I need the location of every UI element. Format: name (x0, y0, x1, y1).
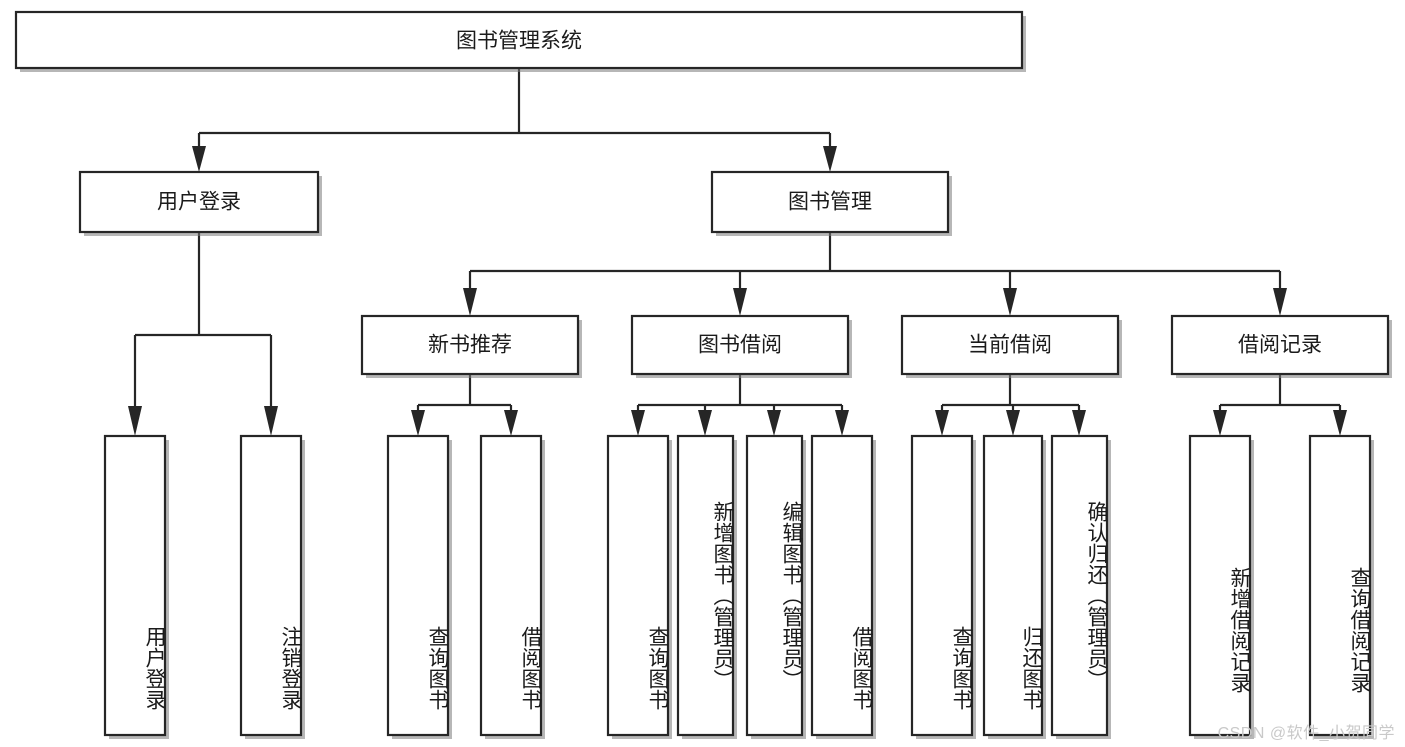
node-new-book-rec-label: 新书推荐 (428, 334, 512, 357)
connector-group-root (192, 68, 837, 172)
arrow-icon-leaf-logout (264, 406, 278, 436)
node-current-borrow[interactable]: 当前借阅 (900, 314, 1122, 378)
arrow-icon-new-book-rec (463, 288, 477, 316)
leaf-add-record-box[interactable] (1188, 434, 1252, 737)
leaf-borrow-book-2-label: 借阅图书 (850, 625, 873, 710)
arrow-icon-leaf-borrow-book-2 (835, 410, 849, 436)
leaf-borrow-book-2-box[interactable] (810, 434, 874, 737)
connector-group-book-borrow (631, 374, 849, 436)
arrow-icon-leaf-add-book (698, 410, 712, 436)
arrow-icon-borrow-record (1273, 288, 1287, 316)
node-borrow-record-label: 借阅记录 (1238, 334, 1322, 357)
node-book-manage-box[interactable] (710, 170, 950, 234)
leaf-borrow-book-1-box[interactable] (479, 434, 543, 737)
node-book-manage[interactable]: 图书管理 (710, 170, 952, 236)
arrow-icon-leaf-query-book-3 (935, 410, 949, 436)
node-root[interactable]: 图书管理系统 (14, 10, 1026, 72)
node-book-manage-label: 图书管理 (788, 191, 872, 214)
node-book-borrow[interactable]: 图书借阅 (630, 314, 852, 378)
arrow-icon-leaf-return-book (1006, 410, 1020, 436)
leaf-query-record-box[interactable] (1308, 434, 1372, 737)
leaf-add-record-label: 新增借阅记录 (1228, 566, 1251, 693)
node-new-book-rec[interactable]: 新书推荐 (360, 314, 582, 378)
leaf-query-book-2-label: 查询图书 (646, 625, 669, 710)
leaf-edit-book-box[interactable] (745, 434, 804, 737)
connector-group-book-manage (463, 232, 1287, 316)
leaf-query-book-2-box[interactable] (606, 434, 670, 737)
leaf-query-book-1-label: 查询图书 (426, 625, 449, 710)
arrow-icon-leaf-query-book-1 (411, 410, 425, 436)
arrow-icon-leaf-confirm-return (1072, 410, 1086, 436)
leaf-boxes (103, 434, 1374, 739)
connector-group-user-login (128, 232, 278, 436)
arrow-icon-book-borrow (733, 288, 747, 316)
leaf-query-record-label: 查询借阅记录 (1348, 566, 1371, 693)
arrow-icon-leaf-edit-book (767, 410, 781, 436)
leaf-borrow-book-1-label: 借阅图书 (519, 625, 542, 710)
node-current-borrow-box[interactable] (900, 314, 1120, 376)
arrow-icon-leaf-user-login (128, 406, 142, 436)
leaf-edit-book-label: 编辑图书（管理员） (780, 501, 803, 690)
leaf-query-book-3-label: 查询图书 (950, 625, 973, 710)
leaf-query-book-1-box[interactable] (386, 434, 450, 737)
leaf-logout-box[interactable] (239, 434, 303, 737)
arrow-icon-leaf-add-record (1213, 410, 1227, 436)
node-borrow-record-box[interactable] (1170, 314, 1390, 376)
leaf-return-book-label: 归还图书 (1020, 625, 1043, 710)
node-borrow-record[interactable]: 借阅记录 (1170, 314, 1392, 378)
leaf-confirm-return-label: 确认归还（管理员） (1085, 501, 1108, 690)
arrow-icon-leaf-query-record (1333, 410, 1347, 436)
arrow-icon-current-borrow (1003, 288, 1017, 316)
node-user-login-label: 用户登录 (157, 191, 241, 214)
leaf-user-login-label: 用户登录 (143, 625, 166, 710)
node-current-borrow-label: 当前借阅 (968, 334, 1052, 357)
node-new-book-rec-box[interactable] (360, 314, 580, 376)
connector-group-current-borrow (935, 374, 1086, 436)
arrow-icon-leaf-borrow-book-1 (504, 410, 518, 436)
leaf-confirm-return-box[interactable] (1050, 434, 1109, 737)
node-root-label: 图书管理系统 (456, 30, 582, 53)
arrow-icon-user-login (192, 146, 206, 172)
node-book-borrow-label: 图书借阅 (698, 334, 782, 357)
node-user-login[interactable]: 用户登录 (78, 170, 322, 236)
leaf-logout-label: 注销登录 (279, 625, 302, 710)
node-book-borrow-box[interactable] (630, 314, 850, 376)
connector-group-borrow-record (1213, 374, 1347, 436)
arrow-icon-book-manage (823, 146, 837, 172)
leaf-add-book-label: 新增图书（管理员） (711, 501, 734, 690)
leaf-return-book-box[interactable] (982, 434, 1044, 737)
connector-group-new-book-rec (411, 374, 518, 436)
node-user-login-box[interactable] (78, 170, 320, 234)
arrow-icon-leaf-query-book-2 (631, 410, 645, 436)
node-root-box[interactable] (14, 10, 1024, 70)
leaf-query-book-3-box[interactable] (910, 434, 974, 737)
leaf-user-login-box[interactable] (103, 434, 167, 737)
leaf-add-book-box[interactable] (676, 434, 735, 737)
